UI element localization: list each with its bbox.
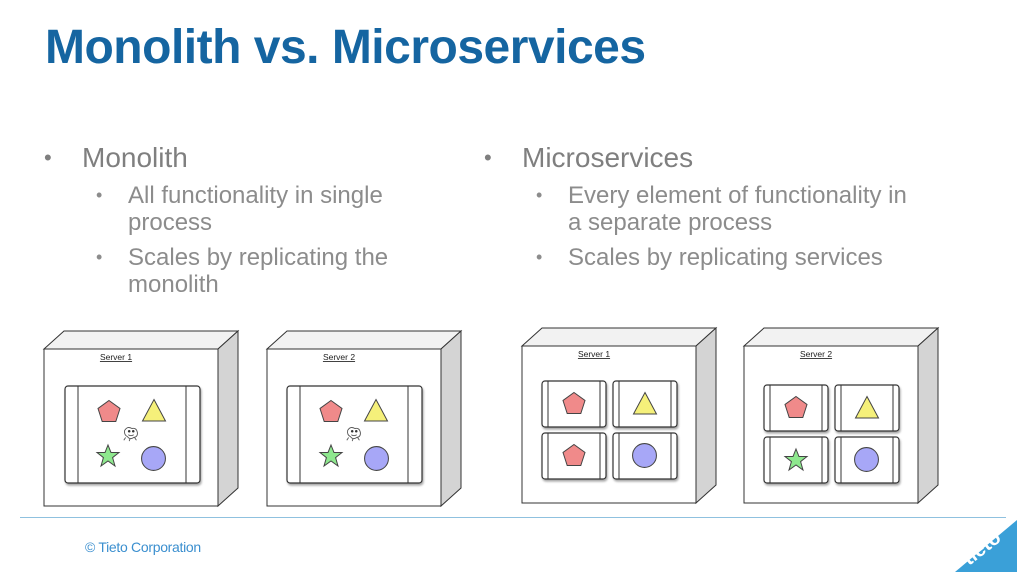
microservices-heading-item: • Microservices [480,140,920,176]
bullet-icon: • [536,247,543,267]
microservices-point-1-text: Every element of functionality in a sepa… [568,182,907,236]
service-process [541,380,607,428]
monolith-server-1-label: Server 1 [100,352,132,362]
microservices-point-1: • Every element of functionality in a se… [480,182,920,236]
microservices-server-1: Server 1 [520,326,718,505]
microservices-server-2: Server 2 [742,326,940,505]
microservices-point-2: • Scales by replicating services [480,244,920,271]
footer-divider [20,517,1006,518]
slide-title: Monolith vs. Microservices [45,21,646,74]
bullet-icon: • [536,185,543,205]
service-process [834,436,900,484]
bullet-icon: • [44,145,52,170]
service-process [612,380,678,428]
monolith-process [286,385,423,484]
bullet-icon: • [96,185,103,205]
monolith-point-1: • All functionality in single process [40,182,440,236]
microservices-column: • Microservices • Every element of funct… [480,140,920,271]
copyright-text: © Tieto Corporation [85,539,201,555]
microservices-server-2-label: Server 2 [800,349,832,359]
circle-icon [141,446,166,471]
monolith-point-1-text: All functionality in single process [128,182,383,236]
monolith-point-2: • Scales by replicating the monolith [40,244,440,298]
circle-icon [364,446,389,471]
monolith-process [64,385,201,484]
service-process [834,384,900,432]
bullet-icon: • [96,247,103,267]
monolith-server-1: Server 1 [42,329,240,508]
monolith-heading-item: • Monolith [40,140,440,176]
circle-icon [854,447,879,472]
service-process [763,436,829,484]
monolith-heading: Monolith [82,142,188,173]
monolith-column: • Monolith • All functionality in single… [40,140,440,298]
monolith-server-2-label: Server 2 [323,352,355,362]
microservices-server-1-label: Server 1 [578,349,610,359]
monolith-point-2-text: Scales by replicating the monolith [128,244,389,298]
service-process [612,432,678,480]
tieto-logo: tieto [955,520,1017,572]
service-process [763,384,829,432]
service-process [541,432,607,480]
circle-icon [632,443,657,468]
microservices-heading: Microservices [522,142,694,173]
microservices-point-2-text: Scales by replicating services [568,244,883,271]
monolith-server-2: Server 2 [265,329,463,508]
bullet-icon: • [484,145,492,170]
